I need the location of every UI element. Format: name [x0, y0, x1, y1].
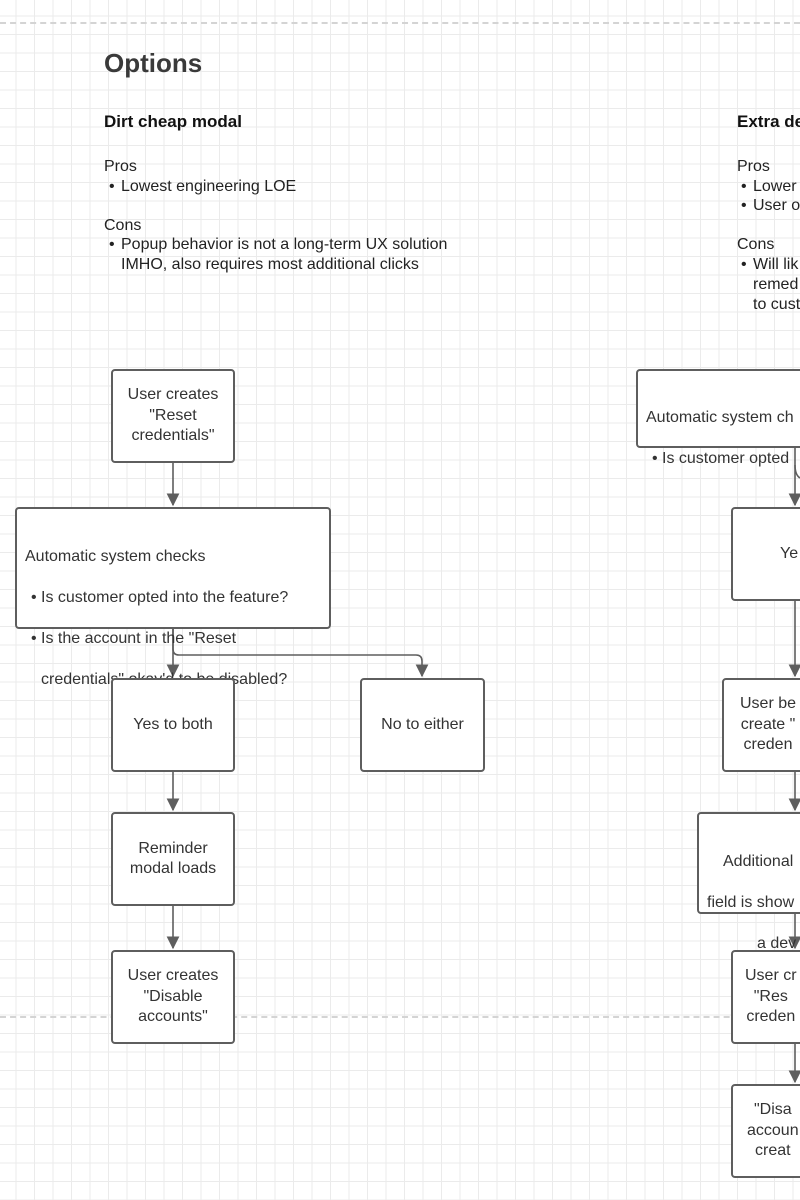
check-opted-in: Is customer opted into the feature?: [25, 588, 321, 609]
dirt-cheap-cons-item: Popup behavior is not a long-term UX sol…: [109, 235, 447, 255]
top-boundary-line: [0, 22, 800, 24]
node-right-disable-accounts: "Disa accoun creat: [731, 1084, 800, 1178]
node-right-user-creates: User cr "Res creden: [731, 950, 800, 1044]
node-automatic-checks: Automatic system checks Is customer opte…: [15, 507, 331, 688]
extra-heading: Extra de: [737, 112, 800, 131]
right-additional-line2: field is show: [707, 893, 795, 911]
node-right-additional-field: Additional field is show a dev: [697, 812, 800, 952]
extra-cons-item-1-cont-b: to cust: [753, 296, 800, 313]
node-right-yes-label: Ye: [780, 544, 799, 562]
dirt-cheap-cons-label: Cons: [104, 217, 142, 234]
page-break-line: [0, 1016, 800, 1018]
dirt-cheap-heading: Dirt cheap modal: [104, 112, 242, 131]
checks-title: Automatic system checks: [25, 547, 206, 565]
node-right-user-begins: User be create " creden: [722, 678, 800, 772]
right-additional-line3: a dev: [757, 934, 797, 952]
arrow-checks-to-no: [172, 629, 429, 678]
extra-pros-item-2: User o: [741, 196, 800, 216]
node-yes-to-both: Yes to both: [111, 678, 235, 772]
check-reset-okayed: Is the account in the "Reset: [25, 629, 321, 650]
dirt-cheap-cons-item-cont: IMHO, also requires most additional clic…: [121, 256, 419, 273]
extra-cons-label: Cons: [737, 236, 775, 253]
extra-cons-item-1: Will lik: [741, 255, 798, 275]
extra-pros-item-1: Lower: [741, 177, 796, 197]
extra-cons-item-1-cont-a: remed: [753, 276, 799, 293]
right-additional-line1: Additional: [723, 852, 794, 870]
dirt-cheap-pros-item: Lowest engineering LOE: [109, 177, 296, 197]
node-right-user-begins-label: User be create " creden: [740, 695, 797, 754]
node-user-creates-reset: User creates "Reset credentials": [111, 369, 235, 463]
right-check-opted-in: Is customer opted: [646, 449, 800, 470]
node-right-user-creates-label: User cr "Res creden: [745, 967, 797, 1026]
node-user-creates-disable: User creates "Disable accounts": [111, 950, 235, 1044]
node-right-yes: Ye: [731, 507, 800, 601]
right-checks-title: Automatic system ch: [646, 408, 794, 426]
node-right-disable-accounts-label: "Disa accoun creat: [747, 1101, 799, 1160]
node-reminder-modal: Reminder modal loads: [111, 812, 235, 906]
node-no-to-either: No to either: [360, 678, 485, 772]
node-right-automatic-checks: Automatic system ch Is customer opted: [636, 369, 800, 469]
page-title: Options: [104, 48, 203, 78]
dirt-cheap-pros-label: Pros: [104, 158, 137, 175]
extra-pros-label: Pros: [737, 158, 770, 175]
